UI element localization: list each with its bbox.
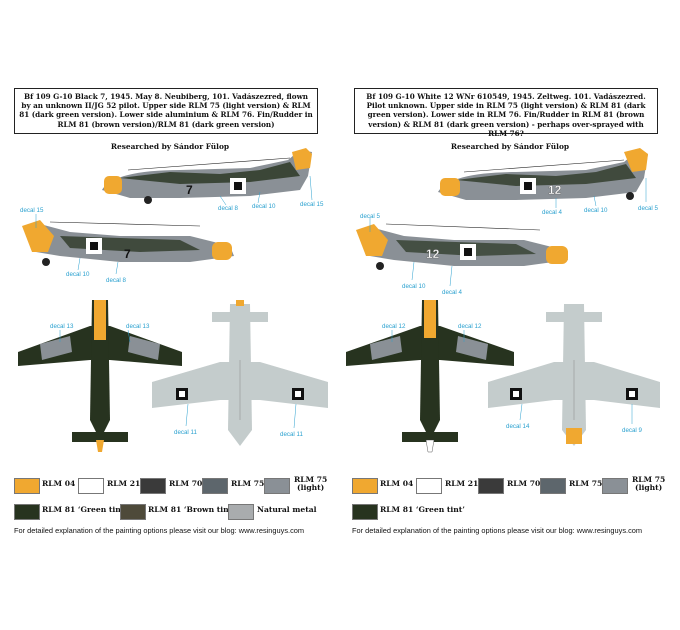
left-decal-label: decal 13 [126, 323, 150, 330]
left-decal-label: decal 15 [300, 201, 324, 208]
right-bottom-view [488, 304, 660, 446]
rlm70-swatch [140, 478, 166, 494]
left-swatch-row-1: RLM 04 RLM 21 RLM 70 RLM 75 RLM 75 (ligh… [0, 476, 340, 498]
left-fuselage-number: 7 [186, 183, 193, 197]
swatch-label: Natural metal [257, 505, 317, 514]
rlm21-swatch [416, 478, 442, 494]
left-decal-label: decal 8 [218, 205, 239, 212]
rlm75-swatch [202, 478, 228, 494]
right-description-box: Bf 109 G-10 White 12 WNr 610549, 1945. Z… [354, 88, 658, 138]
right-decal-label: decal 5 [638, 205, 659, 212]
swatch-label: RLM 04 [42, 479, 76, 488]
right-aircraft-artwork: 12 decal 4 decal 10 decal 5 12 decal 5 d… [346, 148, 660, 453]
left-side-profile-upper: 7 [102, 148, 312, 204]
right-decal-label: decal 10 [584, 207, 608, 214]
rlm81-green-swatch [14, 504, 40, 520]
rlm75-light-swatch [264, 478, 290, 494]
left-decal-label: decal 11 [280, 431, 303, 438]
rlm04-swatch [352, 478, 378, 494]
right-profile-panel: Bf 109 G-10 White 12 WNr 610549, 1945. Z… [340, 0, 680, 630]
left-description-box: Bf 109 G-10 Black 7, 1945. May 8. Neubib… [14, 88, 318, 134]
right-decal-label: decal 12 [382, 323, 406, 330]
swatch-label-line1: RLM 75 [294, 475, 328, 484]
right-side-profile-lower: 12 [356, 223, 568, 270]
rlm21-swatch [78, 478, 104, 494]
right-fuselage-number-2: 12 [426, 247, 440, 261]
left-swatch-row-2: RLM 81 ‘Green tint’ RLM 81 ‘Brown tint’ … [0, 504, 340, 524]
rlm04-swatch [14, 478, 40, 494]
swatch-label: RLM 81 ‘Green tint’ [42, 505, 127, 514]
left-decal-label: decal 13 [50, 323, 74, 330]
right-top-view [346, 300, 514, 453]
left-fuselage-number-2: 7 [124, 247, 131, 261]
swatch-label: RLM 75 [231, 479, 265, 488]
right-decal-label: decal 4 [542, 209, 563, 216]
left-decal-label: decal 11 [174, 429, 197, 436]
rlm70-swatch [478, 478, 504, 494]
swatch-label: RLM 75 [569, 479, 603, 488]
swatch-label: RLM 70 [169, 479, 203, 488]
left-bottom-view [152, 300, 328, 446]
left-footer-note: For detailed explanation of the painting… [14, 526, 305, 535]
left-decal-label: decal 15 [20, 207, 44, 214]
right-swatch-row-2: RLM 81 ‘Green tint’ [340, 504, 680, 524]
left-side-profile-lower: 7 [22, 220, 234, 266]
swatch-label: RLM 81 ‘Brown tint’ [148, 505, 235, 514]
swatch-label-line2: (light) [634, 483, 663, 492]
swatch-label: RLM 70 [507, 479, 541, 488]
rlm75-light-swatch [602, 478, 628, 494]
rlm81-brown-swatch [120, 504, 146, 520]
right-decal-label: decal 5 [360, 213, 381, 220]
left-researched-by: Researched by Sándor Fülop [110, 142, 230, 151]
right-footer-note: For detailed explanation of the painting… [352, 526, 643, 535]
right-decal-label: decal 9 [622, 427, 643, 434]
right-decal-label: decal 14 [506, 423, 530, 430]
swatch-label: RLM 75 (light) [294, 476, 327, 492]
left-decal-label: decal 10 [252, 203, 276, 210]
left-decal-label: decal 10 [66, 271, 90, 278]
right-researched-by: Researched by Sándor Fülop [450, 142, 570, 151]
right-decal-label: decal 10 [402, 283, 426, 290]
natural-metal-swatch [228, 504, 254, 520]
left-profile-panel: Bf 109 G-10 Black 7, 1945. May 8. Neubib… [0, 88, 340, 535]
rlm75-swatch [540, 478, 566, 494]
swatch-label-line1: RLM 75 [632, 475, 666, 484]
right-decal-label: decal 12 [458, 323, 482, 330]
right-swatch-row-1: RLM 04 RLM 21 RLM 70 RLM 75 RLM 75 (ligh… [340, 476, 680, 498]
swatch-label: RLM 81 ‘Green tint’ [380, 505, 465, 514]
swatch-label-line2: (light) [296, 483, 325, 492]
swatch-label: RLM 21 [107, 479, 141, 488]
swatch-label: RLM 75 (light) [632, 476, 665, 492]
left-decal-label: decal 8 [106, 277, 127, 284]
left-aircraft-artwork: 7 decal 8 decal 10 decal 15 7 decal 15 d… [18, 148, 328, 452]
right-decal-label: decal 4 [442, 289, 463, 296]
left-top-view [18, 300, 182, 452]
swatch-label: RLM 21 [445, 479, 479, 488]
right-side-profile-upper: 12 [438, 148, 648, 200]
right-fuselage-number: 12 [548, 183, 562, 197]
swatch-label: RLM 04 [380, 479, 414, 488]
rlm81-green-swatch [352, 504, 378, 520]
